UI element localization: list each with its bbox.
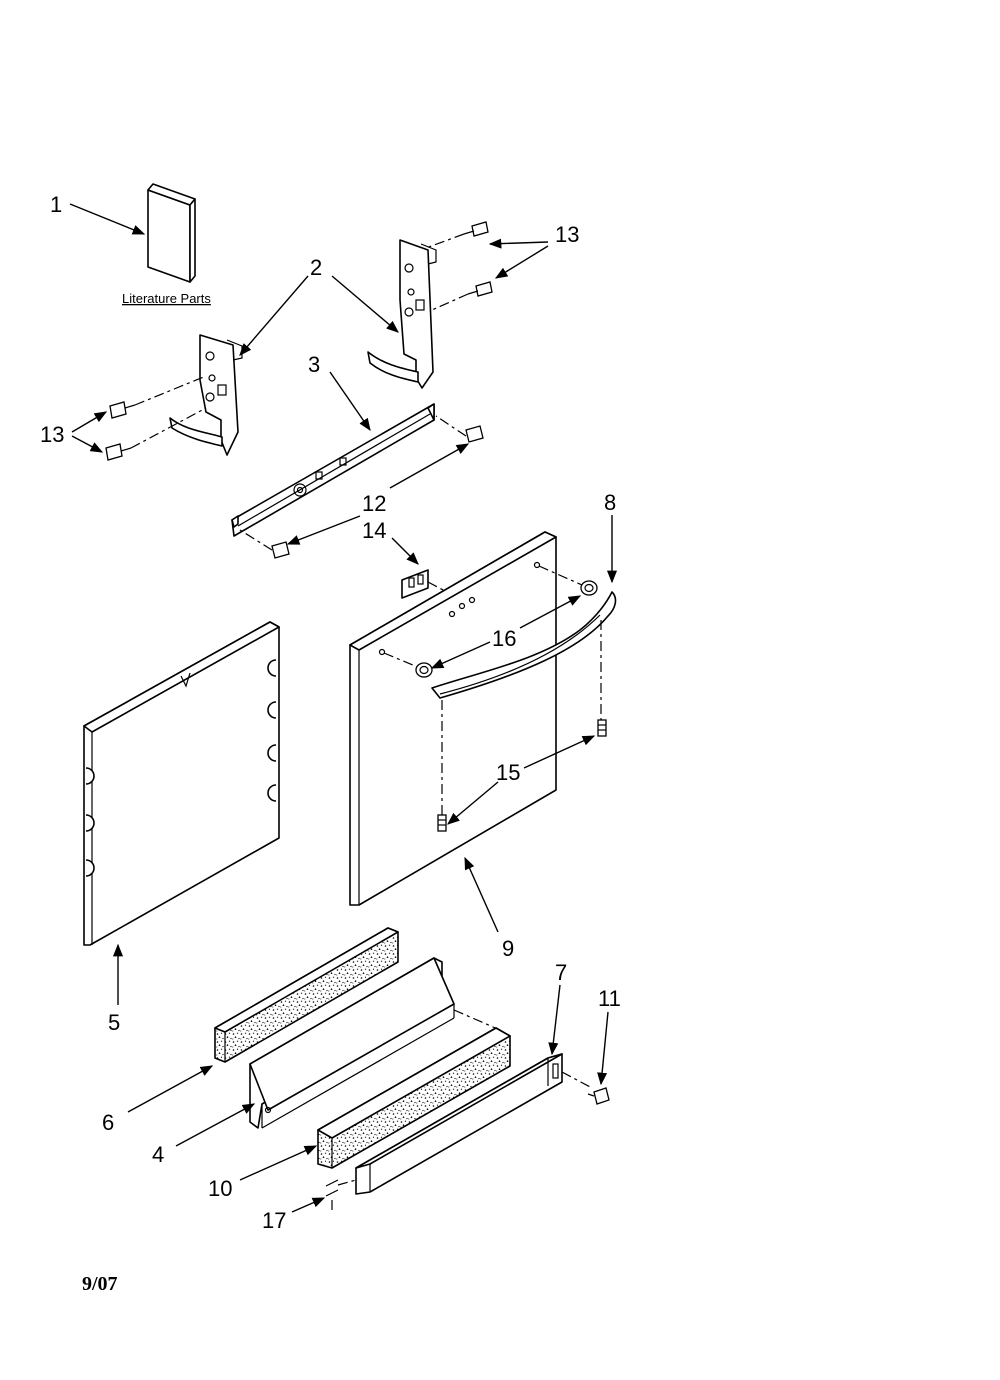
handle-fastener-icon xyxy=(415,662,433,678)
date-code: 9/07 xyxy=(82,1273,118,1295)
callout-16: 16 xyxy=(492,626,516,651)
stud-icon xyxy=(437,814,447,832)
door-brace-icon xyxy=(231,403,435,537)
callout-labels: 1 2 3 13 13 12 14 8 16 15 9 5 7 11 6 4 1… xyxy=(40,192,621,1233)
callout-13-left: 13 xyxy=(40,422,64,447)
door-inner-panel-icon xyxy=(83,621,280,946)
hinge-bracket-icon xyxy=(367,239,437,389)
door-handle-icon xyxy=(431,591,617,815)
callout-17: 17 xyxy=(262,1208,286,1233)
callout-14: 14 xyxy=(362,518,386,543)
callout-12: 12 xyxy=(362,491,386,516)
clip-icon xyxy=(325,1179,357,1210)
literature-parts-label: Literature Parts xyxy=(122,291,211,306)
clip-icon xyxy=(401,569,463,601)
screw-icon xyxy=(105,407,207,461)
callout-7: 7 xyxy=(555,960,567,985)
hinge-bracket-icon xyxy=(169,334,243,456)
handle-fastener-icon xyxy=(580,580,598,596)
screw-icon xyxy=(587,1087,610,1105)
callout-5: 5 xyxy=(108,1010,120,1035)
screw-icon xyxy=(425,221,489,249)
callout-9: 9 xyxy=(502,936,514,961)
callout-3: 3 xyxy=(308,352,320,377)
callout-1: 1 xyxy=(50,192,62,217)
screw-icon xyxy=(109,375,207,419)
outer-door-panel-icon xyxy=(349,531,583,906)
screw-icon xyxy=(431,281,493,311)
callout-2: 2 xyxy=(310,255,322,280)
callout-10: 10 xyxy=(208,1176,232,1201)
insulation-block-icon xyxy=(317,1027,511,1169)
leader-lines xyxy=(69,203,618,1213)
callout-15: 15 xyxy=(496,760,520,785)
screw-icon xyxy=(239,529,290,559)
callout-4: 4 xyxy=(152,1142,164,1167)
literature-booklet-icon xyxy=(147,183,196,283)
foam-strip-icon xyxy=(214,927,399,1063)
toe-panel-bracket-icon xyxy=(249,957,501,1129)
callout-11: 11 xyxy=(598,986,621,1011)
callout-13-top: 13 xyxy=(555,222,579,247)
kick-plate-icon xyxy=(355,1053,593,1195)
callout-6: 6 xyxy=(102,1110,114,1135)
stud-icon xyxy=(597,719,607,737)
callout-8: 8 xyxy=(604,490,616,515)
screw-icon xyxy=(435,415,484,443)
